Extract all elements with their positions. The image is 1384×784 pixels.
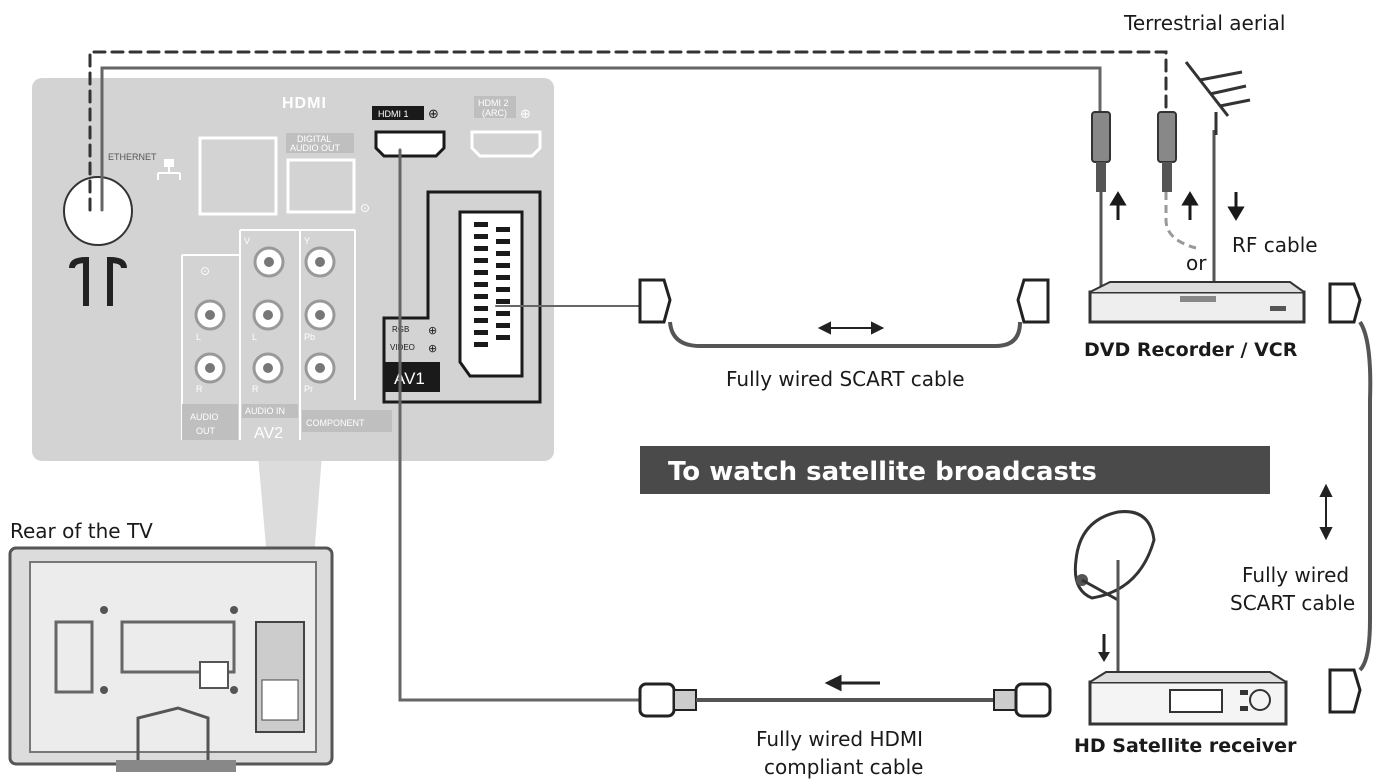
scart-cable-top-label: Fully wired SCART cable <box>726 367 965 391</box>
hdmi2-sub: (ARC) <box>482 108 507 118</box>
ethernet-port <box>198 136 278 216</box>
component-label: COMPONENT <box>306 418 365 428</box>
hdmi-cable-label-2: compliant cable <box>764 755 923 779</box>
rca-section: ⊙ V Y L R L R Pb Pr <box>181 229 392 442</box>
hdmi2-label: HDMI 2 <box>478 98 509 108</box>
satellite-receiver-icon <box>1088 671 1288 726</box>
l-label-2: L <box>252 332 257 342</box>
digital-audio-label-2: AUDIO OUT <box>290 143 341 153</box>
aerial-terminal-icon <box>69 256 127 306</box>
hdmi-logo: HDMI <box>282 95 327 112</box>
hdmi1-port <box>374 130 446 158</box>
aerial-dashed-cable <box>88 50 1168 212</box>
audio-out-label-1: AUDIO <box>190 412 219 422</box>
bidirectional-arrow-right <box>1319 483 1333 541</box>
r-label: R <box>196 384 203 394</box>
pr-label: Pr <box>304 384 313 394</box>
v-label: V <box>244 236 250 246</box>
input-icon: ⊕ <box>428 107 439 122</box>
rear-of-tv-label: Rear of the TV <box>10 519 153 543</box>
hdmi2-port <box>470 130 542 158</box>
aerial-socket <box>63 176 133 246</box>
scart-port <box>458 210 524 378</box>
satellite-banner-title: To watch satellite broadcasts <box>668 457 1097 487</box>
hdmi-cable-line <box>398 148 648 702</box>
satellite-banner-bg <box>640 446 1270 494</box>
dvd-recorder-icon <box>1088 281 1306 324</box>
satellite-dish-icon <box>1073 510 1156 672</box>
r-label-2: R <box>252 384 259 394</box>
tv-rear-panel-closeup: HDMI ETHERNET DIGITAL AUDIO OUT ⊙ HDMI 1… <box>32 78 554 672</box>
output-icon: ⊙ <box>360 201 370 215</box>
video-label: VIDEO <box>390 343 415 352</box>
left-arrow-hdmi <box>824 674 880 692</box>
av1-label: AV1 <box>394 369 425 388</box>
terrestrial-aerial-label: Terrestrial aerial <box>1123 11 1285 35</box>
tv-rear-icon <box>8 546 334 772</box>
hd-satellite-label: HD Satellite receiver <box>1074 735 1297 757</box>
rf-cable-label: RF cable <box>1232 233 1318 257</box>
scart-cable-right-label-1: Fully wired <box>1242 563 1349 587</box>
rf-arrows <box>1109 191 1245 221</box>
scart-cable-right <box>1328 282 1373 714</box>
y-label: Y <box>304 236 310 246</box>
scart-pins <box>474 222 510 347</box>
cables <box>88 50 1168 702</box>
audio-out-label-2: OUT <box>196 426 216 436</box>
svg-text:⊙: ⊙ <box>200 264 210 278</box>
or-label: or <box>1186 251 1207 275</box>
av2-label: AV2 <box>254 425 283 442</box>
bidirectional-arrow-top <box>817 321 885 335</box>
pb-label: Pb <box>304 332 315 342</box>
audio-in-label: AUDIO IN <box>245 406 285 416</box>
network-icon <box>157 159 181 180</box>
ethernet-label: ETHERNET <box>108 152 157 162</box>
scart-av1-block: AV1 RGB VIDEO ⊕ ⊕ <box>382 190 542 404</box>
hdmi-cable <box>638 682 1052 718</box>
svg-text:⊕: ⊕ <box>428 342 437 355</box>
digital-audio-label-1: DIGITAL <box>297 134 331 144</box>
input-icon-2: ⊕ <box>520 107 531 122</box>
digital-audio-port <box>286 158 356 214</box>
rf-plugs <box>1091 111 1216 290</box>
terrestrial-aerial-icon <box>1184 61 1251 135</box>
scart-cable-right-label-2: SCART cable <box>1230 591 1355 615</box>
dvd-recorder-label: DVD Recorder / VCR <box>1084 339 1298 361</box>
hdmi-cable-label-1: Fully wired HDMI <box>756 727 923 751</box>
svg-text:⊕: ⊕ <box>428 324 437 337</box>
aerial-solid-cable <box>100 66 1102 212</box>
scart-cable-top <box>638 278 1050 348</box>
l-label: L <box>196 332 201 342</box>
hdmi1-label: HDMI 1 <box>378 109 409 119</box>
